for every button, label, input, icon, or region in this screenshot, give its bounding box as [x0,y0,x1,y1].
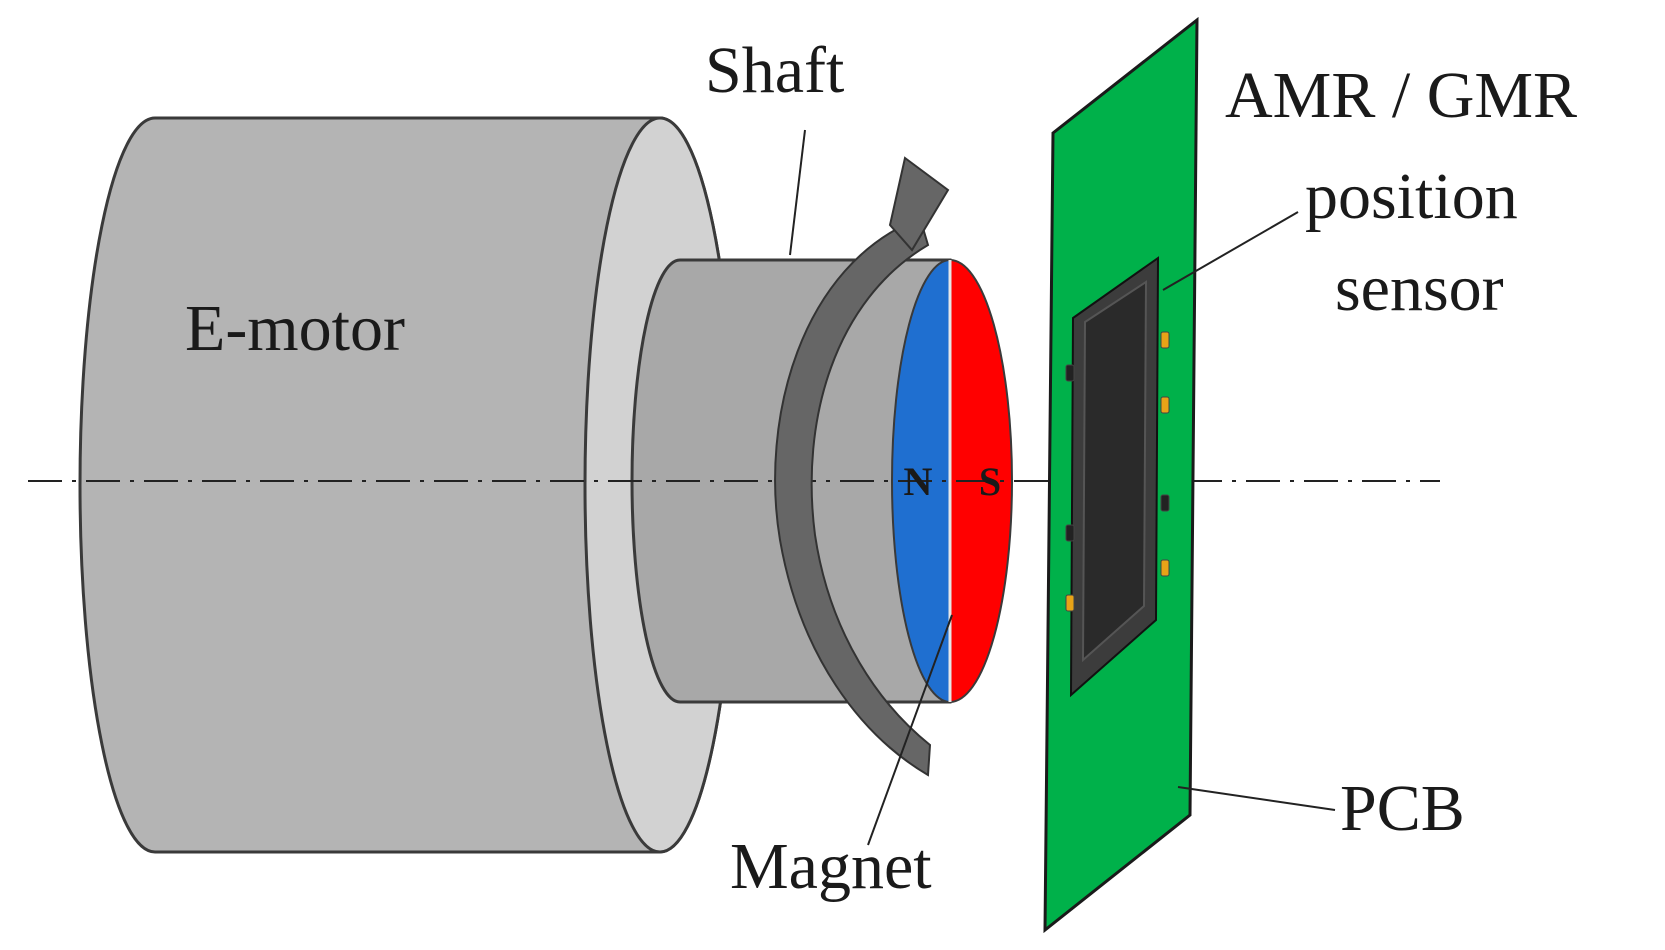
rotation-arrow-head [888,156,950,252]
shaft-leader-line [789,129,806,256]
sensor-pin [1065,594,1075,612]
sensor-pin [1160,494,1170,512]
magnet-label: Magnet [730,830,932,903]
sensor-label-line-3: sensor [1335,252,1504,325]
sensor-chip-top [1081,280,1148,663]
sensor-pin [1160,331,1170,349]
sensor-pin [1160,559,1170,577]
sensor-label-line-2: position [1305,160,1518,233]
pcb-leader-line [1177,786,1336,811]
sensor-pin [1065,524,1075,542]
magnet-leader-line [867,614,953,846]
north-pole-label: N [904,459,933,504]
shaft-label: Shaft [705,34,844,107]
e-motor-label: E-motor [185,292,405,365]
sensor-pin [1065,364,1075,382]
pcb [1043,16,1199,934]
sensor-label-line-1: AMR / GMR [1225,59,1577,132]
pcb-label: PCB [1340,772,1465,845]
rotation-arrow [774,156,950,777]
south-pole-label: S [979,459,1001,504]
sensor-leader-line [1162,211,1299,291]
rotation-arrow-body [774,216,932,777]
sensor-pin [1160,396,1170,414]
